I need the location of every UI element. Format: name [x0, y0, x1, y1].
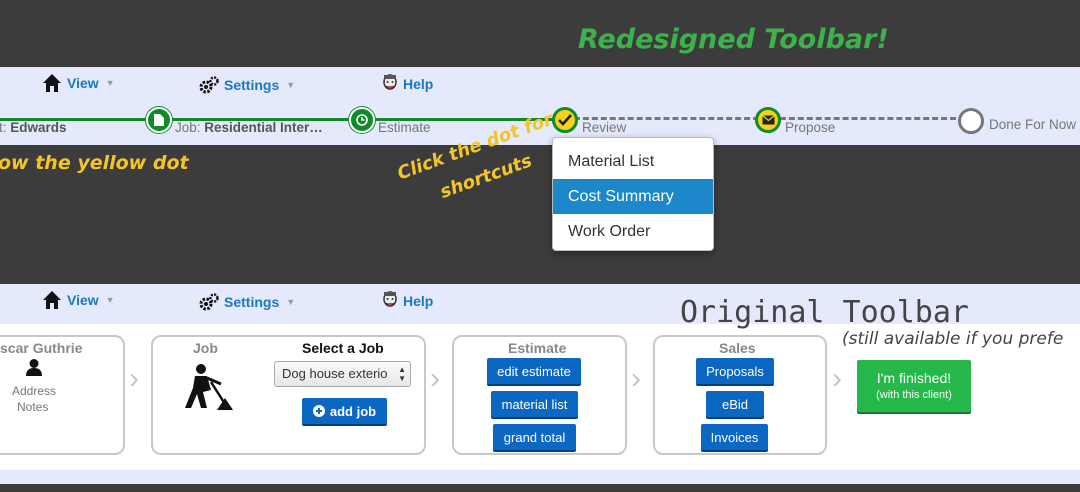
progress-track-complete	[0, 118, 565, 121]
help-menu-label: Help	[403, 76, 434, 92]
plus-circle-icon	[312, 405, 325, 417]
estimate-card-title: Estimate	[508, 340, 567, 356]
select-arrows-icon: ▲▼	[398, 365, 406, 383]
help-person-icon	[383, 74, 397, 90]
document-icon	[154, 114, 164, 126]
original-toolbar-annotation: Original Toolbar	[680, 295, 969, 330]
grand-total-button[interactable]: grand total	[493, 424, 576, 450]
client-card: scar Guthrie Address Notes	[0, 335, 125, 455]
client-notes-link[interactable]: Notes	[17, 400, 49, 414]
step-done-label: Done For Now	[989, 117, 1077, 132]
step-dot-estimate[interactable]	[349, 107, 375, 133]
view-menu-label: View	[67, 75, 99, 91]
worker-digging-icon	[185, 364, 233, 410]
gears-icon	[199, 76, 219, 94]
client-name: scar Guthrie	[0, 340, 83, 356]
redesigned-toolbar: View ▼ Settings ▼ Help	[0, 67, 1080, 145]
ebid-button[interactable]: eBid	[706, 391, 764, 417]
step-estimate-label: Estimate	[378, 120, 431, 135]
step-job-label: Job: Residential Inter…	[175, 120, 323, 135]
finished-line2: (with this client)	[876, 389, 952, 401]
chevron-right-icon: ›	[631, 362, 641, 395]
settings-menu-label: Settings	[224, 77, 280, 93]
original-toolbar: View ▼ Settings ▼ Help	[0, 284, 1080, 324]
dropdown-item-cost-summary[interactable]: Cost Summary	[553, 179, 713, 214]
step-client-prefix: t:	[0, 120, 11, 135]
step-client-label: t: Edwards	[0, 120, 67, 135]
step-review-label: Review	[582, 120, 627, 135]
old-settings-menu-label: Settings	[224, 294, 280, 310]
step-dot-job[interactable]	[146, 107, 172, 133]
chevron-right-icon: ›	[129, 362, 139, 395]
step-dot-review[interactable]	[552, 107, 578, 133]
proposals-button[interactable]: Proposals	[696, 358, 774, 384]
caret-down-icon: ▼	[105, 78, 115, 88]
home-icon	[43, 74, 61, 92]
caret-down-icon: ▼	[286, 80, 296, 90]
redesigned-toolbar-annotation: Redesigned Toolbar!	[578, 24, 889, 55]
gears-icon	[199, 293, 219, 311]
chevron-right-icon: ›	[832, 362, 842, 395]
invoices-button[interactable]: Invoices	[701, 424, 768, 450]
job-select[interactable]: Dog house exterio ▲▼	[274, 361, 411, 387]
old-settings-menu[interactable]: Settings ▼	[199, 293, 295, 311]
client-address-link[interactable]: Address	[12, 384, 57, 398]
finished-line1: I'm finished!	[876, 370, 952, 386]
help-person-icon	[383, 291, 397, 307]
settings-menu[interactable]: Settings ▼	[199, 76, 295, 94]
sales-card-title: Sales	[719, 340, 756, 356]
dropdown-item-material-list[interactable]: Material List	[568, 153, 655, 170]
job-select-value: Dog house exterio	[282, 366, 388, 381]
material-list-button[interactable]: material list	[491, 391, 578, 417]
select-job-label: Select a Job	[302, 340, 384, 356]
chevron-right-icon: ›	[430, 362, 440, 395]
envelope-icon	[761, 115, 775, 125]
home-icon	[43, 291, 61, 309]
old-help-menu-label: Help	[403, 293, 434, 309]
clock-icon	[356, 114, 368, 126]
edit-estimate-button[interactable]: edit estimate	[487, 358, 581, 384]
step-job-value: Residential Inter…	[204, 120, 323, 135]
yellow-dot-hint: ow the yellow dot	[0, 152, 189, 174]
step-job-prefix: Job:	[175, 120, 205, 135]
add-job-button[interactable]: add job	[302, 398, 387, 424]
finished-with-client-button[interactable]: I'm finished! (with this client)	[857, 360, 971, 412]
review-shortcut-dropdown: Material List Cost Summary Work Order	[552, 137, 714, 251]
caret-down-icon: ▼	[105, 295, 115, 305]
original-toolbar-subtitle: (still available if you prefe	[842, 329, 1064, 349]
step-dot-propose[interactable]	[755, 107, 781, 133]
job-card: Job Select a Job	[151, 335, 426, 455]
help-menu[interactable]: Help	[382, 74, 433, 94]
checkmark-icon	[558, 114, 572, 126]
add-job-label: add job	[329, 403, 377, 419]
step-dot-done[interactable]	[958, 108, 984, 134]
step-client-value: Edwards	[10, 120, 67, 135]
job-card-title: Job	[193, 340, 218, 356]
step-propose-label: Propose	[785, 120, 836, 135]
old-view-menu-label: View	[67, 292, 99, 308]
view-menu[interactable]: View ▼	[42, 73, 115, 93]
old-help-menu[interactable]: Help	[382, 291, 433, 311]
caret-down-icon: ▼	[286, 297, 296, 307]
original-toolbar-footer-strip	[0, 470, 1080, 484]
old-view-menu[interactable]: View ▼	[42, 290, 115, 310]
dropdown-item-work-order[interactable]: Work Order	[568, 223, 651, 240]
person-icon	[26, 359, 42, 376]
